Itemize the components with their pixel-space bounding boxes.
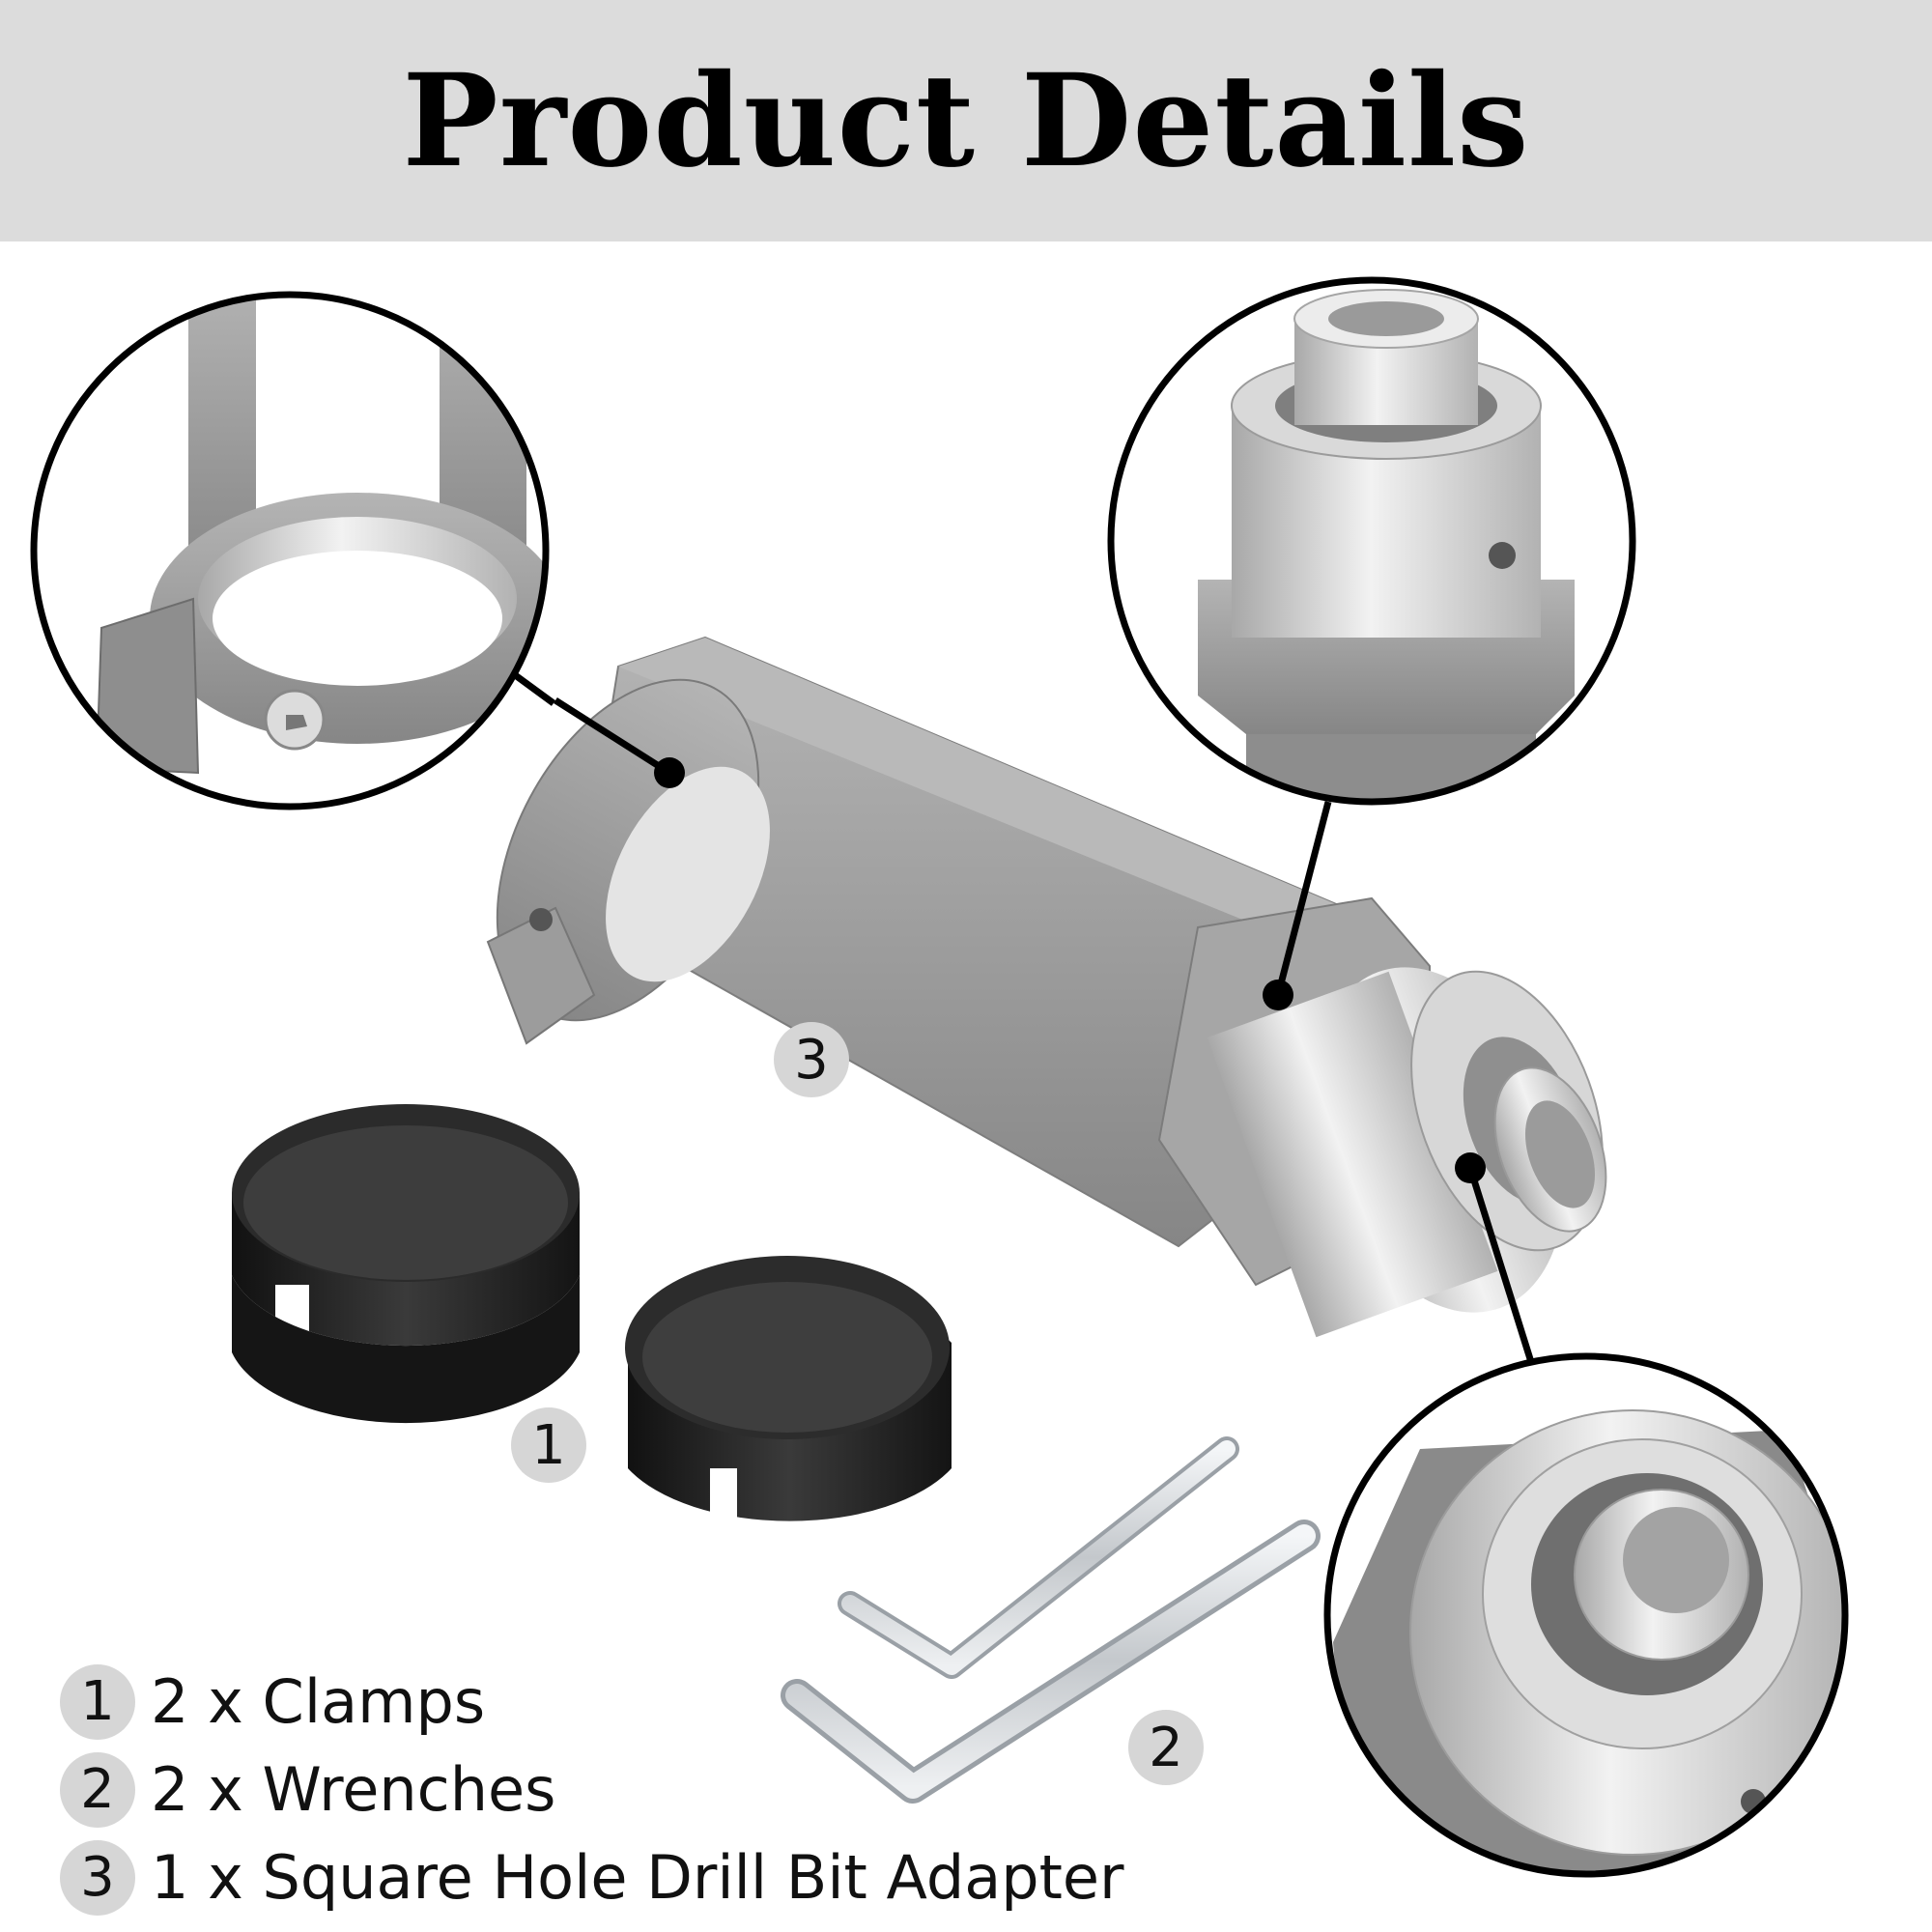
legend-number: 3 bbox=[60, 1839, 135, 1916]
clamp-ring-1 bbox=[232, 1104, 580, 1424]
legend-item: 2 2 x Wrenches bbox=[60, 1746, 1124, 1833]
clamp-ring-2 bbox=[625, 1256, 952, 1546]
header-banner: Product Details bbox=[0, 0, 1932, 242]
legend-text: 1 x Square Hole Drill Bit Adapter bbox=[151, 1842, 1124, 1913]
callout-lines bbox=[461, 635, 1535, 1364]
zoom-detail-cylinder-end bbox=[1323, 1352, 1849, 1878]
hex-wrench-large bbox=[781, 1520, 1321, 1804]
zoom-detail-collar bbox=[1107, 276, 1636, 806]
hex-wrench-small bbox=[838, 1436, 1239, 1679]
legend-text: 2 x Wrenches bbox=[151, 1754, 556, 1825]
legend-item: 1 2 x Clamps bbox=[60, 1658, 1124, 1746]
parts-legend: 1 2 x Clamps 2 2 x Wrenches 3 1 x Square… bbox=[60, 1658, 1124, 1921]
legend-item: 3 1 x Square Hole Drill Bit Adapter bbox=[60, 1833, 1124, 1921]
page-title: Product Details bbox=[402, 45, 1530, 196]
drill-bit-adapter bbox=[486, 636, 1607, 1338]
part-label-1: 1 bbox=[511, 1407, 586, 1483]
part-label-2: 2 bbox=[1128, 1710, 1204, 1785]
legend-number: 1 bbox=[60, 1663, 135, 1740]
legend-text: 2 x Clamps bbox=[151, 1666, 486, 1737]
part-label-3: 3 bbox=[774, 1022, 849, 1097]
zoom-detail-clamp bbox=[30, 291, 550, 810]
legend-number: 2 bbox=[60, 1751, 135, 1828]
